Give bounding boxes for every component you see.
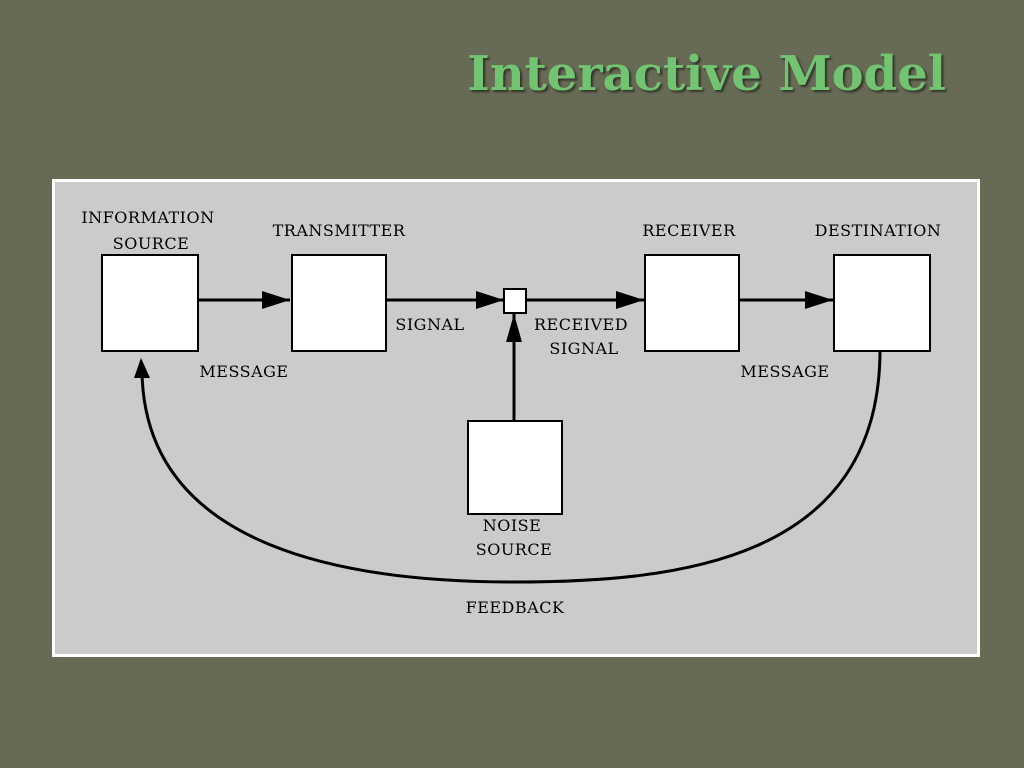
received-signal-arrowhead [616, 291, 644, 309]
transmitter-box [291, 254, 387, 352]
message-arrowhead-right [805, 291, 833, 309]
noise-source-label-line2: SOURCE [476, 540, 553, 559]
noise-source-box [467, 420, 563, 515]
information-source-label-line1: INFORMATION [81, 208, 214, 227]
signal-arrowhead [476, 291, 504, 309]
transmitter-label: TRANSMITTER [273, 221, 406, 240]
slide-title: Interactive Model [467, 46, 946, 102]
received-signal-label-line2: SIGNAL [549, 339, 618, 358]
noise-source-label-line1: NOISE [483, 516, 542, 535]
feedback-curve [140, 349, 882, 584]
communication-diagram: INFORMATION SOURCE TRANSMITTER RECEIVER … [81, 208, 942, 617]
diagram-panel: INFORMATION SOURCE TRANSMITTER RECEIVER … [52, 179, 980, 657]
signal-label: SIGNAL [395, 315, 464, 334]
information-source-label-line2: SOURCE [113, 234, 190, 253]
information-source-box [101, 254, 199, 352]
message-arrowhead-left [262, 291, 290, 309]
message-label-right: MESSAGE [740, 362, 829, 381]
received-signal-label-line1: RECEIVED [534, 315, 628, 334]
receiver-box [644, 254, 740, 352]
noise-arrowhead [506, 314, 522, 342]
receiver-label: RECEIVER [642, 221, 736, 240]
destination-box [833, 254, 931, 352]
noise-junction-box [503, 288, 527, 314]
message-label-left: MESSAGE [199, 362, 288, 381]
feedback-arrowhead [134, 358, 150, 378]
destination-label: DESTINATION [815, 221, 942, 240]
feedback-label: FEEDBACK [466, 598, 565, 617]
